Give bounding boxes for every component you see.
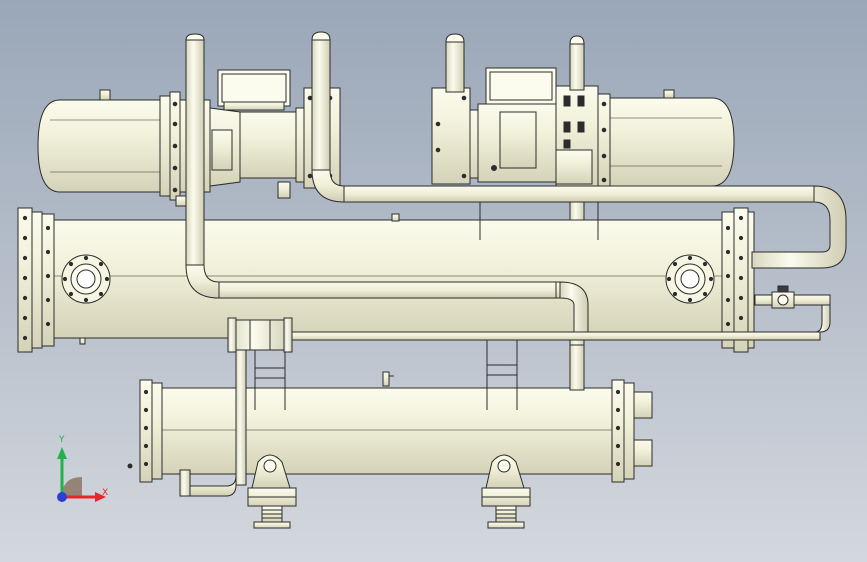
compressor-right-terminal-box[interactable] <box>485 67 557 105</box>
coordinate-triad: Y X <box>40 435 130 515</box>
triad-x-arrow <box>95 492 106 502</box>
filter-drier[interactable] <box>227 317 293 353</box>
compressor-right-valves <box>435 95 607 183</box>
discharge-riser-right[interactable] <box>569 35 585 91</box>
coordinate-triad-graphic <box>57 447 106 502</box>
compressor-left-terminal-box[interactable] <box>217 69 291 111</box>
triad-xy-plane <box>62 477 82 497</box>
triad-x-label: X <box>102 488 109 498</box>
condenser-shell[interactable] <box>17 207 755 353</box>
support-saddle-right[interactable] <box>481 454 531 529</box>
compressor-left-feet <box>175 181 291 207</box>
compressor-right-motor-housing[interactable] <box>431 85 735 187</box>
discharge-riser-left[interactable] <box>311 31 345 203</box>
service-valve[interactable] <box>771 285 795 309</box>
evaporator-flange-bolts <box>127 389 621 469</box>
triad-z-axis <box>57 492 67 502</box>
triad-y-label: Y <box>59 435 65 445</box>
support-saddle-left[interactable] <box>247 454 297 529</box>
triad-y-arrow <box>57 447 67 459</box>
condenser-flange-bolts <box>22 215 744 341</box>
suction-riser-right[interactable] <box>445 33 465 93</box>
suction-riser-left[interactable] <box>185 33 220 299</box>
upper-discharge-pipe[interactable] <box>343 185 847 269</box>
